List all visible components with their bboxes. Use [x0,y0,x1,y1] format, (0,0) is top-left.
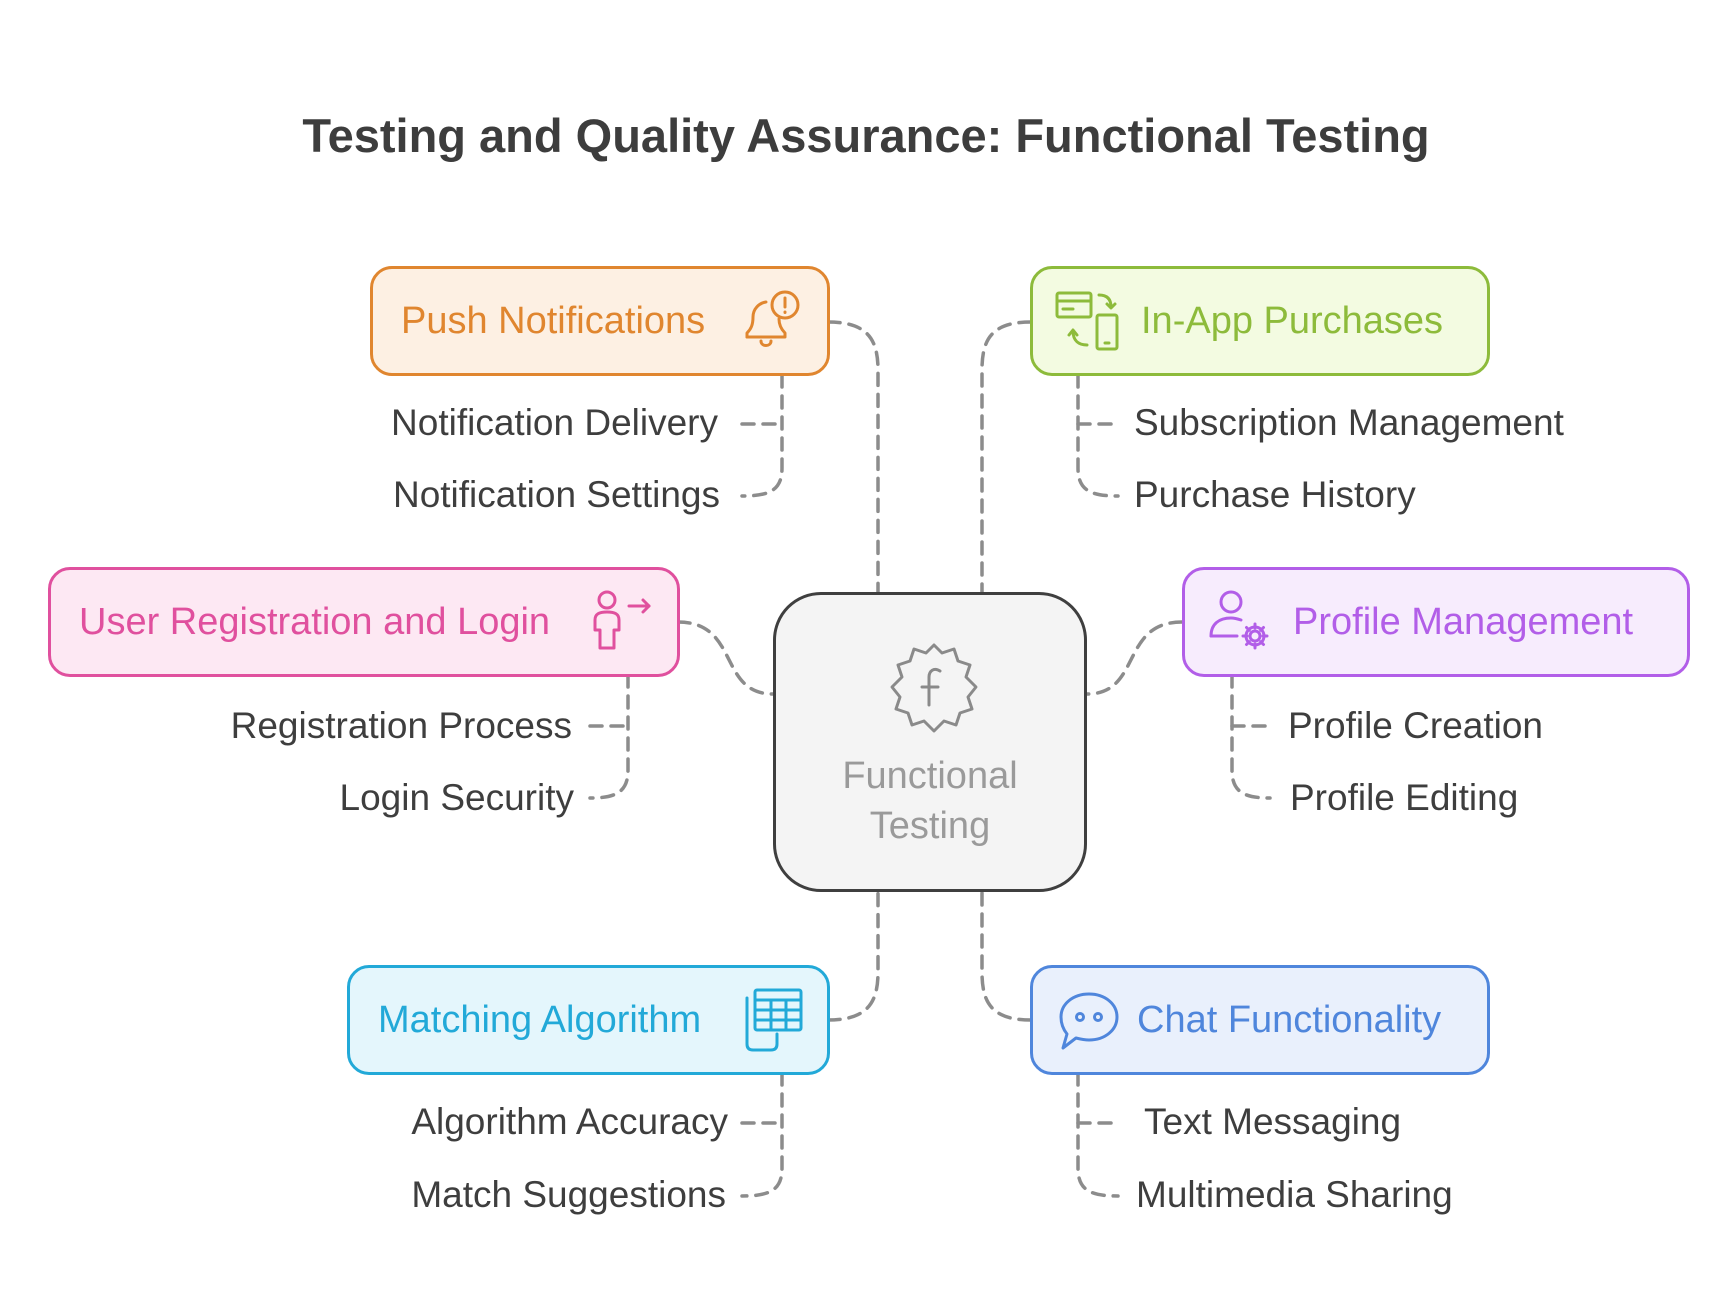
branch-label: Chat Functionality [1137,998,1442,1041]
branch-label: User Registration and Login [79,600,551,643]
connector-matching [826,890,880,1022]
center-label-line2: Testing [869,805,991,847]
item-subscription-management: Subscription Management [1134,402,1564,443]
item-registration-process: Registration Process [230,705,572,746]
bell-alert-icon [745,290,800,347]
connector-registration-items [588,673,630,800]
connector-push-items [740,373,784,498]
item-profile-creation: Profile Creation [1288,705,1544,746]
item-login-security: Login Security [339,777,574,818]
branch-profile-management: Profile Management [1182,567,1690,677]
center-label-line1: Functional [842,755,1018,797]
branch-user-registration-login: User Registration and Login [48,567,680,677]
connector-registration [676,620,775,696]
connector-matching-items [740,1071,784,1198]
item-profile-editing: Profile Editing [1290,777,1519,818]
connector-chat [980,890,1033,1022]
item-notification-settings: Notification Settings [392,474,720,515]
branch-label: Matching Algorithm [378,998,702,1041]
branch-chat-functionality: Chat Functionality [1030,965,1490,1075]
item-text-messaging: Text Messaging [1144,1101,1402,1142]
item-purchase-history: Purchase History [1134,474,1416,515]
item-notification-delivery: Notification Delivery [391,402,718,443]
branch-in-app-purchases: In-App Purchases [1030,266,1490,376]
connector-chat-items [1076,1071,1120,1198]
chat-bubble-icon [1059,992,1119,1050]
branch-label: Push Notifications [401,299,706,342]
item-algorithm-accuracy: Algorithm Accuracy [411,1101,728,1142]
branch-push-notifications: Push Notifications [370,266,830,376]
device-table-icon [745,988,803,1052]
page-title: Testing and Quality Assurance: Functiona… [302,109,1430,162]
connector-purchases [980,320,1033,594]
user-gear-icon [1209,590,1269,650]
connector-purchases-items [1076,373,1120,498]
branch-matching-algorithm: Matching Algorithm [347,965,830,1075]
user-login-icon [593,590,651,650]
card-phone-exchange-icon [1055,291,1119,351]
connector-profile [1085,620,1184,696]
center-label: Functional Testing [776,751,1084,851]
connector-profile-items [1230,673,1272,800]
branch-label: Profile Management [1293,600,1634,643]
gear-f-icon [890,643,978,733]
connector-push [826,320,880,594]
item-multimedia-sharing: Multimedia Sharing [1136,1174,1453,1215]
branch-label: In-App Purchases [1141,299,1444,342]
center-functional-testing: Functional Testing [773,592,1087,892]
item-match-suggestions: Match Suggestions [411,1174,726,1215]
